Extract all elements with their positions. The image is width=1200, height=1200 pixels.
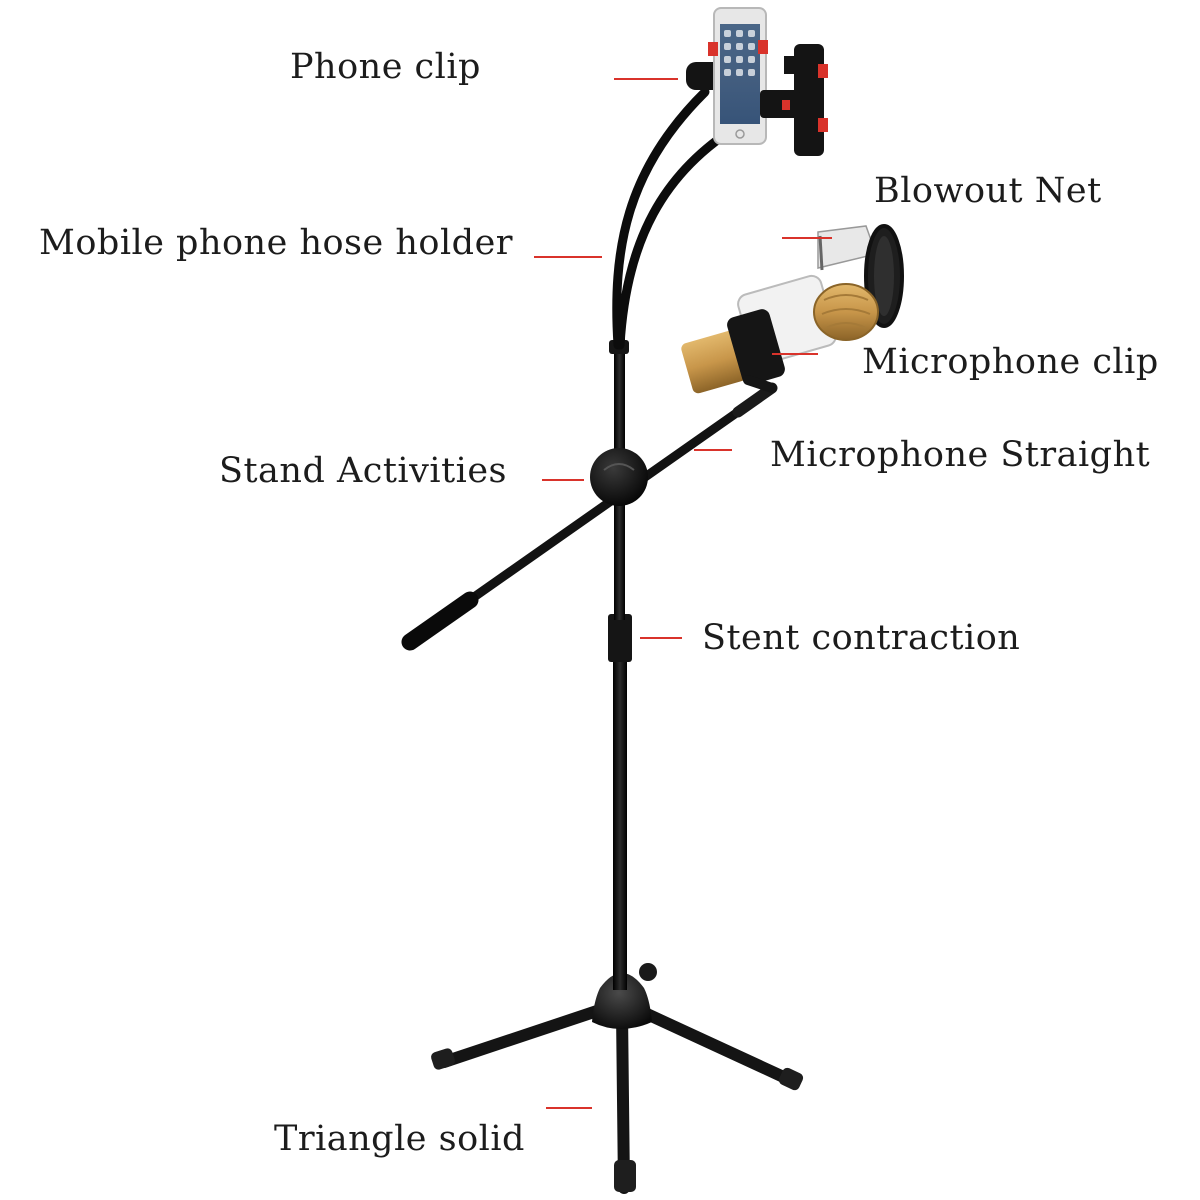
- label-triangle-solid: Triangle solid: [274, 1119, 525, 1159]
- leader-stand-activities: [542, 479, 584, 481]
- phone-clip: [686, 7, 768, 145]
- microphone-assembly: [681, 224, 904, 394]
- tripod-lock-knob: [639, 963, 657, 981]
- tripod-leg-center: [616, 1006, 630, 1194]
- label-microphone-straight: Microphone Straight: [770, 435, 1151, 475]
- label-stent-contraction: Stent contraction: [702, 618, 1021, 658]
- label-phone-clip: Phone clip: [290, 47, 481, 87]
- label-mobile-phone-hose-holder: Mobile phone hose holder: [39, 223, 514, 263]
- leader-phone-clip: [614, 78, 678, 80]
- leader-hose-holder: [534, 256, 602, 258]
- leader-blowout-net: [782, 237, 832, 239]
- leader-triangle-solid: [546, 1107, 592, 1109]
- boom-arm: [401, 382, 778, 651]
- phone-holder-rear: [760, 44, 828, 156]
- main-pole: [608, 330, 632, 990]
- label-microphone-clip: Microphone clip: [862, 342, 1159, 382]
- tripod-base: [431, 963, 804, 1194]
- label-blowout-net: Blowout Net: [874, 171, 1102, 211]
- boom-clutch: [590, 448, 648, 506]
- leader-stent-contraction: [640, 637, 682, 639]
- label-stand-activities: Stand Activities: [219, 451, 508, 491]
- tripod-leg-right: [628, 1002, 796, 1086]
- leader-microphone-clip: [772, 353, 818, 355]
- tripod-leg-left: [438, 1002, 612, 1068]
- leader-microphone-straight: [694, 449, 732, 451]
